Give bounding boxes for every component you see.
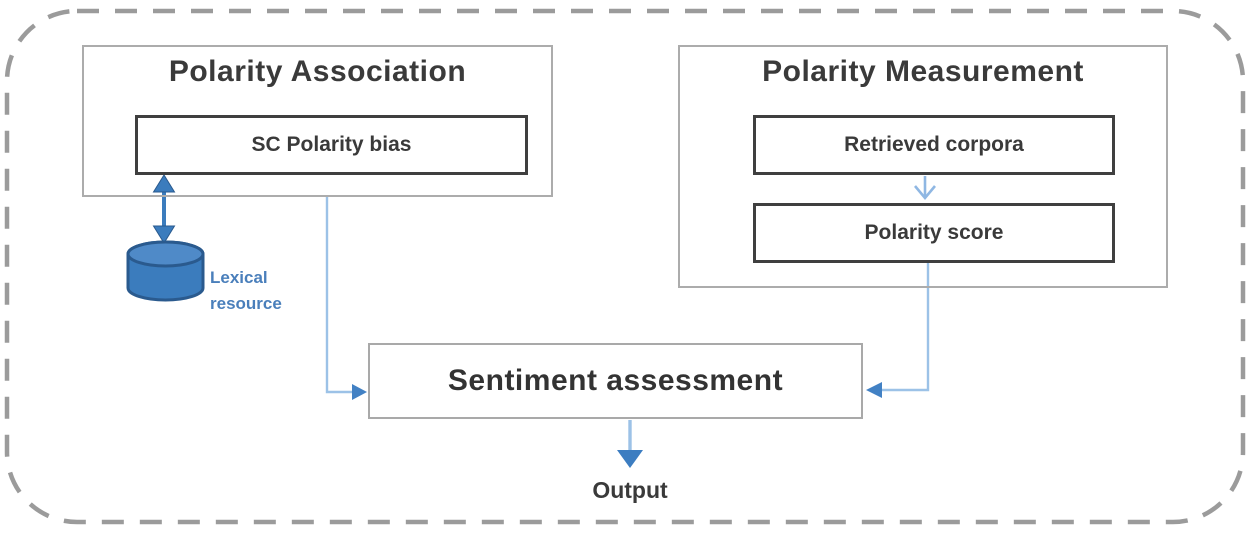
- corpora-to-score-arrow: [914, 176, 936, 201]
- panel-title-polarity-measurement: Polarity Measurement: [762, 55, 1084, 88]
- dashed-border: [4, 8, 1246, 525]
- panel-polarity-association: Polarity Association: [82, 45, 553, 197]
- node-sc-polarity-bias: SC Polarity bias: [135, 115, 528, 175]
- node-polarity-score: Polarity score: [753, 203, 1115, 263]
- node-sentiment-assessment: Sentiment assessment: [368, 343, 863, 419]
- output-arrow: [617, 420, 643, 468]
- node-retrieved-corpora: Retrieved corpora: [753, 115, 1115, 175]
- database-cylinder-icon: [126, 240, 205, 302]
- panel-polarity-measurement: Polarity Measurement: [678, 45, 1168, 288]
- output-label: Output: [592, 477, 668, 503]
- panel-title-polarity-association: Polarity Association: [168, 55, 467, 88]
- right-connector-arrow: [866, 263, 930, 398]
- lexical-resource-label: Lexical resource: [210, 268, 282, 314]
- left-connector-arrow: [325, 197, 367, 400]
